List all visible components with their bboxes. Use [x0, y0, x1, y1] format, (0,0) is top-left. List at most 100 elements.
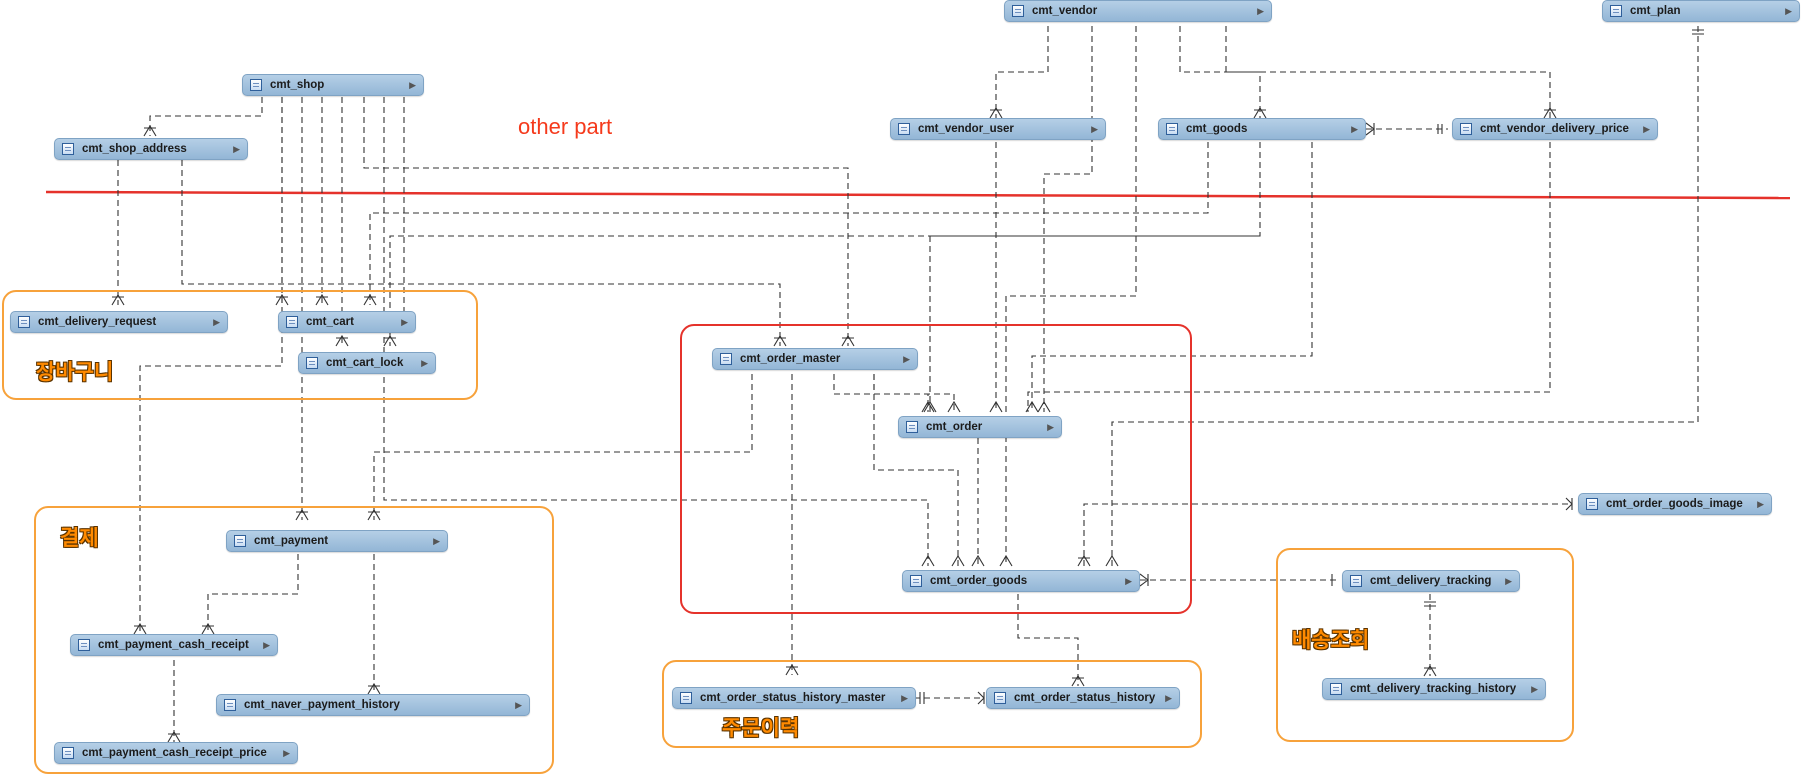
group-delivery [1276, 548, 1574, 742]
expand-arrow-icon[interactable]: ▶ [409, 79, 416, 90]
expand-arrow-icon[interactable]: ▶ [263, 639, 270, 650]
rel-goods-order [1031, 142, 1313, 412]
table-name: cmt_vendor [1032, 5, 1098, 17]
table-name: cmt_delivery_request [38, 316, 157, 328]
table-cmt_shop[interactable]: cmt_shop▶ [242, 74, 424, 96]
rel-vendor-vendor_user [995, 26, 1049, 118]
table-icon [1330, 683, 1342, 695]
expand-arrow-icon[interactable]: ▶ [1047, 421, 1054, 432]
table-cmt_naver_payment_history[interactable]: cmt_naver_payment_history ▶ [216, 694, 530, 716]
table-name: cmt_payment_cash_receipt [98, 639, 249, 651]
table-name: cmt_order_goods [930, 575, 1028, 587]
rel-goods-cart [369, 142, 1209, 305]
expand-arrow-icon[interactable]: ▶ [1125, 575, 1132, 586]
table-name: cmt_payment [254, 535, 329, 547]
rel-order_master-payment [373, 374, 753, 520]
other-part-label: other part [518, 114, 613, 139]
rel-vendor-order [1043, 26, 1093, 412]
divider-line [45, 190, 1791, 200]
table-cmt_order_goods[interactable]: cmt_order_goods ▶ [902, 570, 1140, 592]
expand-arrow-icon[interactable]: ▶ [1785, 5, 1792, 16]
group-payment [34, 506, 554, 774]
table-cmt_plan[interactable]: cmt_plan▶ [1602, 0, 1800, 22]
table-icon [62, 747, 74, 759]
expand-arrow-icon[interactable]: ▶ [1351, 123, 1358, 134]
table-name: cmt_order_status_history [1014, 692, 1156, 704]
expand-arrow-icon[interactable]: ▶ [1165, 692, 1172, 703]
table-name: cmt_order_goods_image [1606, 498, 1743, 510]
group-order-core [680, 324, 1192, 614]
table-icon [224, 699, 236, 711]
table-icon [680, 692, 692, 704]
expand-arrow-icon[interactable]: ▶ [283, 747, 290, 758]
table-cmt_cart[interactable]: cmt_cart ▶ [278, 311, 416, 333]
expand-arrow-icon[interactable]: ▶ [1257, 5, 1264, 16]
table-icon [234, 535, 246, 547]
group-cart [2, 290, 478, 400]
expand-arrow-icon[interactable]: ▶ [433, 535, 440, 546]
table-cmt_delivery_tracking_history[interactable]: cmt_delivery_tracking_history ▶ [1322, 678, 1546, 700]
rel-shop-cart-c [394, 97, 405, 314]
table-name: cmt_order_master [740, 353, 841, 365]
table-icon [1350, 575, 1362, 587]
table-cmt_order_goods_image[interactable]: cmt_order_goods_image ▶ [1578, 493, 1772, 515]
table-icon [720, 353, 732, 365]
table-cmt_delivery_tracking[interactable]: cmt_delivery_tracking ▶ [1342, 570, 1520, 592]
table-icon [286, 316, 298, 328]
expand-arrow-icon[interactable]: ▶ [1531, 683, 1538, 694]
group-cart-label: 장바구니 [36, 360, 114, 384]
expand-arrow-icon[interactable]: ▶ [213, 316, 220, 327]
expand-arrow-icon[interactable]: ▶ [1091, 123, 1098, 134]
expand-arrow-icon[interactable]: ▶ [1505, 575, 1512, 586]
table-name: cmt_delivery_tracking [1370, 575, 1492, 587]
table-icon [62, 143, 74, 155]
expand-arrow-icon[interactable]: ▶ [901, 692, 908, 703]
group-delivery-label: 배송조회 [1292, 628, 1370, 652]
table-name: cmt_vendor_delivery_price [1480, 123, 1629, 135]
table-cmt_cart_lock[interactable]: cmt_cart_lock ▶ [298, 352, 436, 374]
expand-arrow-icon[interactable]: ▶ [1757, 498, 1764, 509]
table-name: cmt_naver_payment_history [244, 699, 400, 711]
table-cmt_delivery_request[interactable]: cmt_delivery_request ▶ [10, 311, 228, 333]
rel-goods-cart_lock [389, 142, 1261, 346]
rel-shop-cash_receipt [139, 97, 283, 634]
table-cmt_shop_address[interactable]: cmt_shop_address▶ [54, 138, 248, 160]
table-icon [906, 421, 918, 433]
rel-vendor-goods [1179, 26, 1261, 118]
table-icon [250, 79, 262, 91]
table-cmt_payment[interactable]: cmt_payment ▶ [226, 530, 448, 552]
table-cmt_order[interactable]: cmt_order▶ [898, 416, 1062, 438]
group-order-history [662, 660, 1202, 748]
group-payment-label: 결제 [60, 526, 99, 550]
table-cmt_order_status_history[interactable]: cmt_order_status_history ▶ [986, 687, 1180, 709]
table-cmt_vendor[interactable]: cmt_vendor ▶ [1004, 0, 1272, 22]
group-order-history-label: 주문이력 [722, 716, 800, 740]
table-name: cmt_vendor_user [918, 123, 1014, 135]
table-icon [1586, 498, 1598, 510]
table-cmt_order_master[interactable]: cmt_order_master ▶ [712, 348, 918, 370]
table-cmt_payment_cash_receipt_price[interactable]: cmt_payment_cash_receipt_price▶ [54, 742, 298, 764]
rel-vendor-delivery_price [1225, 26, 1551, 118]
table-name: cmt_cart [306, 316, 354, 328]
table-cmt_payment_cash_receipt[interactable]: cmt_payment_cash_receipt ▶ [70, 634, 278, 656]
table-name: cmt_delivery_tracking_history [1350, 683, 1517, 695]
table-cmt_goods[interactable]: cmt_goods ▶ [1158, 118, 1366, 140]
table-name: cmt_cart_lock [326, 357, 404, 369]
table-icon [1166, 123, 1178, 135]
expand-arrow-icon[interactable]: ▶ [421, 357, 428, 368]
table-name: cmt_goods [1186, 123, 1248, 135]
table-cmt_order_status_history_master[interactable]: cmt_order_status_history_master▶ [672, 687, 916, 709]
table-cmt_vendor_user[interactable]: cmt_vendor_user ▶ [890, 118, 1106, 140]
expand-arrow-icon[interactable]: ▶ [401, 316, 408, 327]
rel-goods-order_master [929, 235, 1260, 412]
table-icon [1012, 5, 1024, 17]
rel-shop-order_goods [383, 97, 929, 566]
expand-arrow-icon[interactable]: ▶ [233, 143, 240, 154]
table-cmt_vendor_delivery_price[interactable]: cmt_vendor_delivery_price ▶ [1452, 118, 1658, 140]
expand-arrow-icon[interactable]: ▶ [1643, 123, 1650, 134]
expand-arrow-icon[interactable]: ▶ [903, 353, 910, 364]
rel-delivery_price-order [1027, 142, 1551, 412]
expand-arrow-icon[interactable]: ▶ [515, 699, 522, 710]
table-icon [994, 692, 1006, 704]
